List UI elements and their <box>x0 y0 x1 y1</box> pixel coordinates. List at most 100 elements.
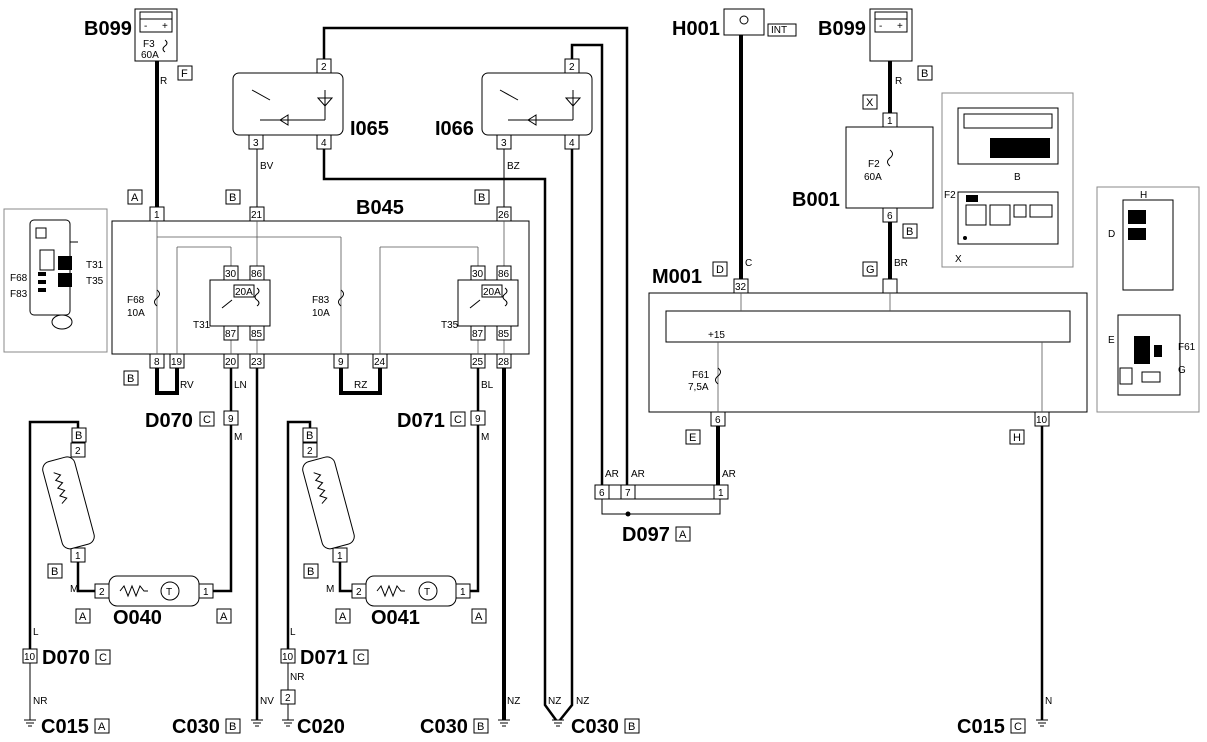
fuse-f68-rating: 10A <box>127 308 145 319</box>
tag-f: F <box>181 68 188 80</box>
svg-text:28: 28 <box>498 357 510 368</box>
svg-text:NZ: NZ <box>576 696 589 707</box>
fuse-f83-rating: 10A <box>312 308 330 319</box>
svg-text:20: 20 <box>225 357 237 368</box>
svg-text:9: 9 <box>475 414 481 425</box>
svg-text:NZ: NZ <box>507 696 520 707</box>
svg-text:25: 25 <box>472 357 484 368</box>
label-c015-left: C015 <box>41 716 89 738</box>
connector-tags: A B B B X B D G E H B B A A B A A B <box>47 94 1025 624</box>
fuse-f61-rating: 7,5A <box>688 382 709 393</box>
label-i065: I065 <box>350 118 389 140</box>
svg-text:NV: NV <box>260 696 274 707</box>
location-view-m001: H D E F61 G <box>1096 186 1200 413</box>
label-b001: B001 <box>792 189 840 211</box>
label-c030-b: C030 <box>420 716 468 738</box>
location-view-b001: B F2 X <box>941 92 1074 268</box>
svg-text:X: X <box>866 97 874 109</box>
h001-tag: INT <box>771 25 787 36</box>
svg-text:+: + <box>162 21 168 32</box>
svg-text:B: B <box>51 566 58 578</box>
svg-text:T: T <box>166 587 172 598</box>
svg-text:F2: F2 <box>944 190 956 201</box>
label-b099-left: B099 <box>84 18 132 40</box>
svg-text:21: 21 <box>251 210 263 221</box>
svg-text:BZ: BZ <box>507 161 520 172</box>
svg-text:87: 87 <box>225 329 237 340</box>
svg-text:G: G <box>1178 365 1186 376</box>
label-d070-top: D070 <box>145 410 193 432</box>
svg-text:NZ: NZ <box>548 696 561 707</box>
svg-text:AR: AR <box>722 469 736 480</box>
svg-text:30: 30 <box>472 269 484 280</box>
svg-text:3: 3 <box>253 138 259 149</box>
svg-text:B: B <box>306 430 313 442</box>
connector-d097: 6 7 1 <box>594 484 729 517</box>
label-h001: H001 <box>672 18 720 40</box>
svg-text:23: 23 <box>251 357 263 368</box>
seat-back-heater-left: 2 1 <box>42 442 95 563</box>
relay-t35-name: T35 <box>441 320 459 331</box>
svg-text:A: A <box>131 192 139 204</box>
svg-text:10: 10 <box>282 652 294 663</box>
svg-text:B: B <box>307 566 314 578</box>
svg-text:AR: AR <box>631 469 645 480</box>
svg-text:26: 26 <box>498 210 510 221</box>
svg-text:F61: F61 <box>1178 342 1196 353</box>
m001-supply: +15 <box>708 330 725 341</box>
svg-text:T35: T35 <box>86 276 104 287</box>
svg-text:X: X <box>955 254 962 265</box>
svg-text:C: C <box>357 652 365 664</box>
svg-text:1: 1 <box>203 587 209 598</box>
svg-text:1: 1 <box>718 488 724 499</box>
fusebox-b001: 1 6 F2 60A <box>845 112 934 223</box>
svg-text:A: A <box>79 611 87 623</box>
svg-text:B: B <box>127 373 134 385</box>
svg-text:C: C <box>745 258 752 269</box>
switch-h001: INT <box>723 8 797 37</box>
svg-text:M: M <box>481 432 489 443</box>
svg-text:C: C <box>1014 721 1022 733</box>
svg-text:6: 6 <box>887 211 893 222</box>
svg-text:D: D <box>716 264 724 276</box>
battery-b099-left: -+ F3 60A <box>134 8 178 62</box>
fuse-f68-name: F68 <box>127 295 145 306</box>
location-view-left: F68 F83 T31 T35 <box>3 208 108 353</box>
svg-text:10: 10 <box>1036 415 1048 426</box>
svg-text:F83: F83 <box>10 289 28 300</box>
svg-text:T: T <box>424 587 430 598</box>
svg-text:9: 9 <box>228 414 234 425</box>
svg-text:H: H <box>1013 432 1021 444</box>
label-d097: D097 <box>622 524 670 546</box>
svg-text:2: 2 <box>75 446 81 457</box>
svg-text:M: M <box>234 432 242 443</box>
wire-color-labels: R R BV BZ RV LN RZ BL M M M M L L NR NR … <box>33 76 1052 707</box>
svg-text:L: L <box>290 627 296 638</box>
svg-text:85: 85 <box>498 329 510 340</box>
tag-b1: B <box>921 68 928 80</box>
svg-text:RZ: RZ <box>354 380 367 391</box>
svg-text:2: 2 <box>99 587 105 598</box>
svg-text:BL: BL <box>481 380 494 391</box>
heater-switch-i066: 2 3 4 <box>481 58 593 150</box>
svg-text:30: 30 <box>225 269 237 280</box>
module-m001: 32 6 10 +15 F61 7,5A <box>648 278 1088 427</box>
svg-text:R: R <box>895 76 902 87</box>
svg-text:3: 3 <box>501 138 507 149</box>
svg-text:M: M <box>326 584 334 595</box>
svg-text:32: 32 <box>735 282 747 293</box>
wires <box>28 26 1044 721</box>
label-c020: C020 <box>297 716 345 738</box>
svg-text:6: 6 <box>715 415 721 426</box>
svg-text:B: B <box>229 721 236 733</box>
svg-text:2: 2 <box>321 62 327 73</box>
svg-text:2: 2 <box>307 446 313 457</box>
svg-text:AR: AR <box>605 469 619 480</box>
svg-text:1: 1 <box>154 210 160 221</box>
svg-text:86: 86 <box>498 269 510 280</box>
svg-text:+: + <box>897 21 903 32</box>
ground-symbols <box>24 719 1048 727</box>
label-c030-a: C030 <box>172 716 220 738</box>
svg-text:C: C <box>203 414 211 426</box>
